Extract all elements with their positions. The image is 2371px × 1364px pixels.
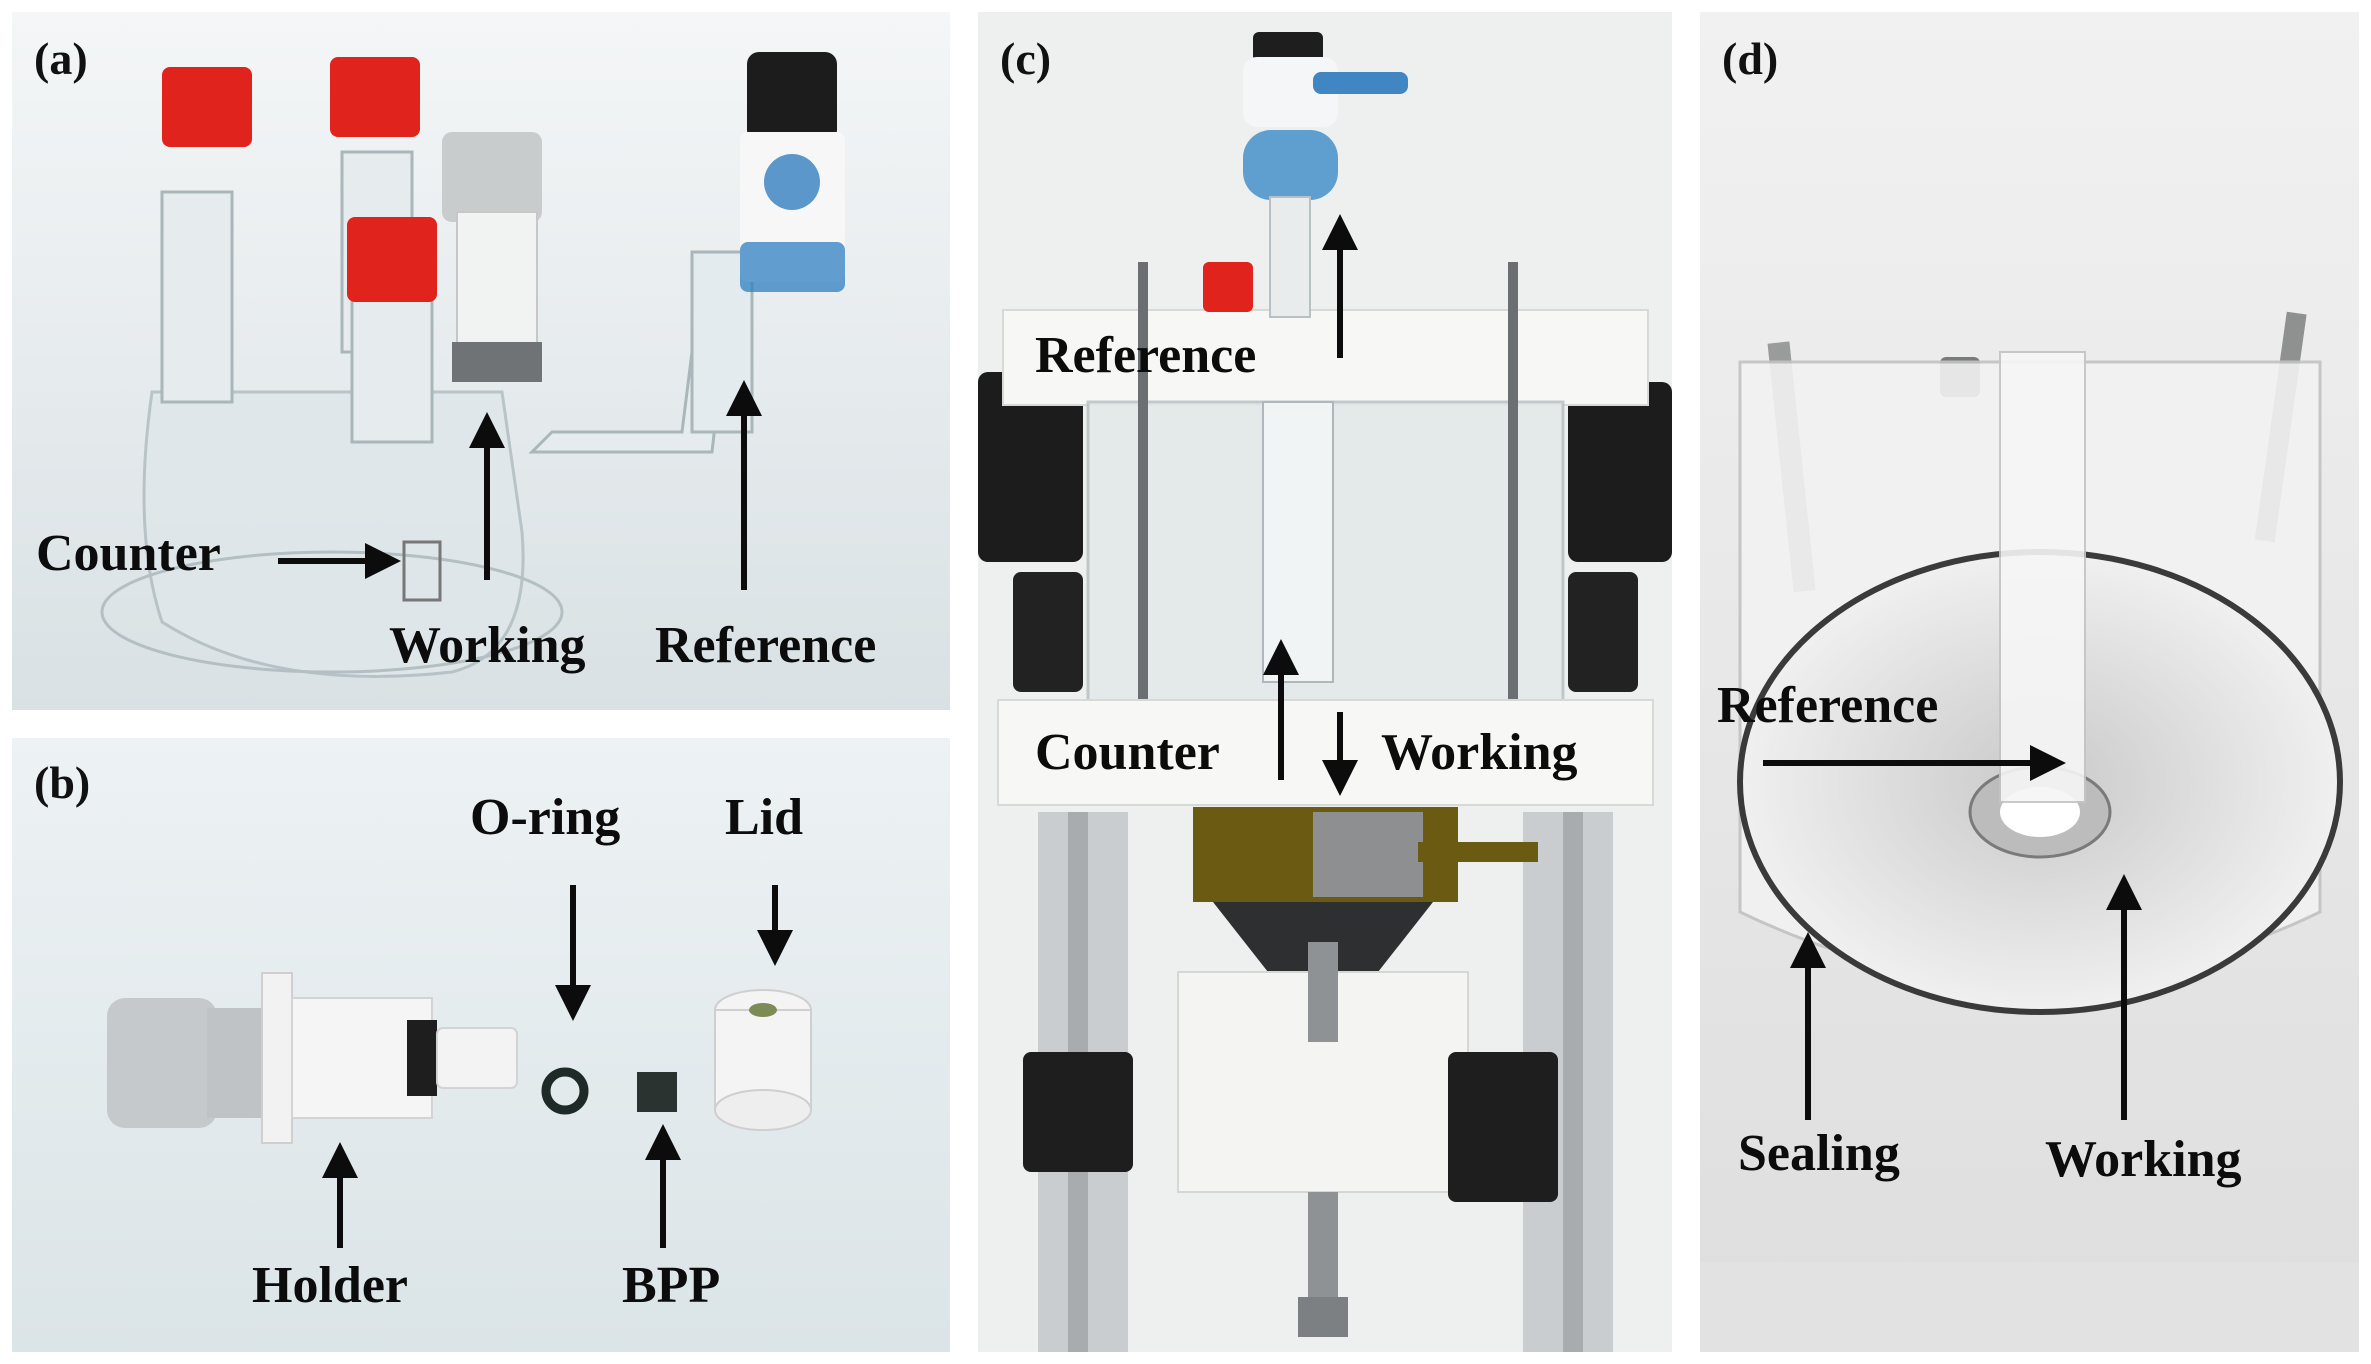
panel-c: (c) Reference Counter Working — [978, 12, 1672, 1352]
panel-d: (d) Reference Sealing Working — [1700, 12, 2359, 1352]
cell-bottom-photo-d — [1700, 12, 2359, 1352]
panel-tag-c: (c) — [1000, 33, 1052, 84]
label-sealing-d: Sealing — [1738, 1125, 1900, 1182]
label-working-c: Working — [1381, 724, 1578, 781]
label-lid-b: Lid — [725, 789, 804, 846]
panel-a: (a) Counter Working Reference — [12, 12, 950, 710]
panel-tag-d: (d) — [1722, 33, 1779, 84]
label-reference-c: Reference — [1035, 327, 1257, 384]
label-oring-b: O-ring — [470, 789, 621, 846]
panel-tag-a: (a) — [34, 33, 88, 84]
panel-b: (b) O-ring Lid Holder BPP — [12, 738, 950, 1352]
label-reference-a: Reference — [655, 617, 877, 674]
label-reference-d: Reference — [1717, 677, 1939, 734]
label-counter-c: Counter — [1035, 724, 1220, 781]
cell-photo-a — [12, 12, 950, 710]
label-working-a: Working — [389, 617, 586, 674]
label-working-d: Working — [2045, 1131, 2242, 1188]
label-counter-a: Counter — [36, 525, 221, 582]
cell-setup-photo-c — [978, 12, 1672, 1352]
electrode-parts-photo-b — [12, 738, 950, 1352]
panel-tag-b: (b) — [34, 757, 91, 808]
label-bpp-b: BPP — [622, 1257, 721, 1314]
label-holder-b: Holder — [252, 1257, 408, 1314]
